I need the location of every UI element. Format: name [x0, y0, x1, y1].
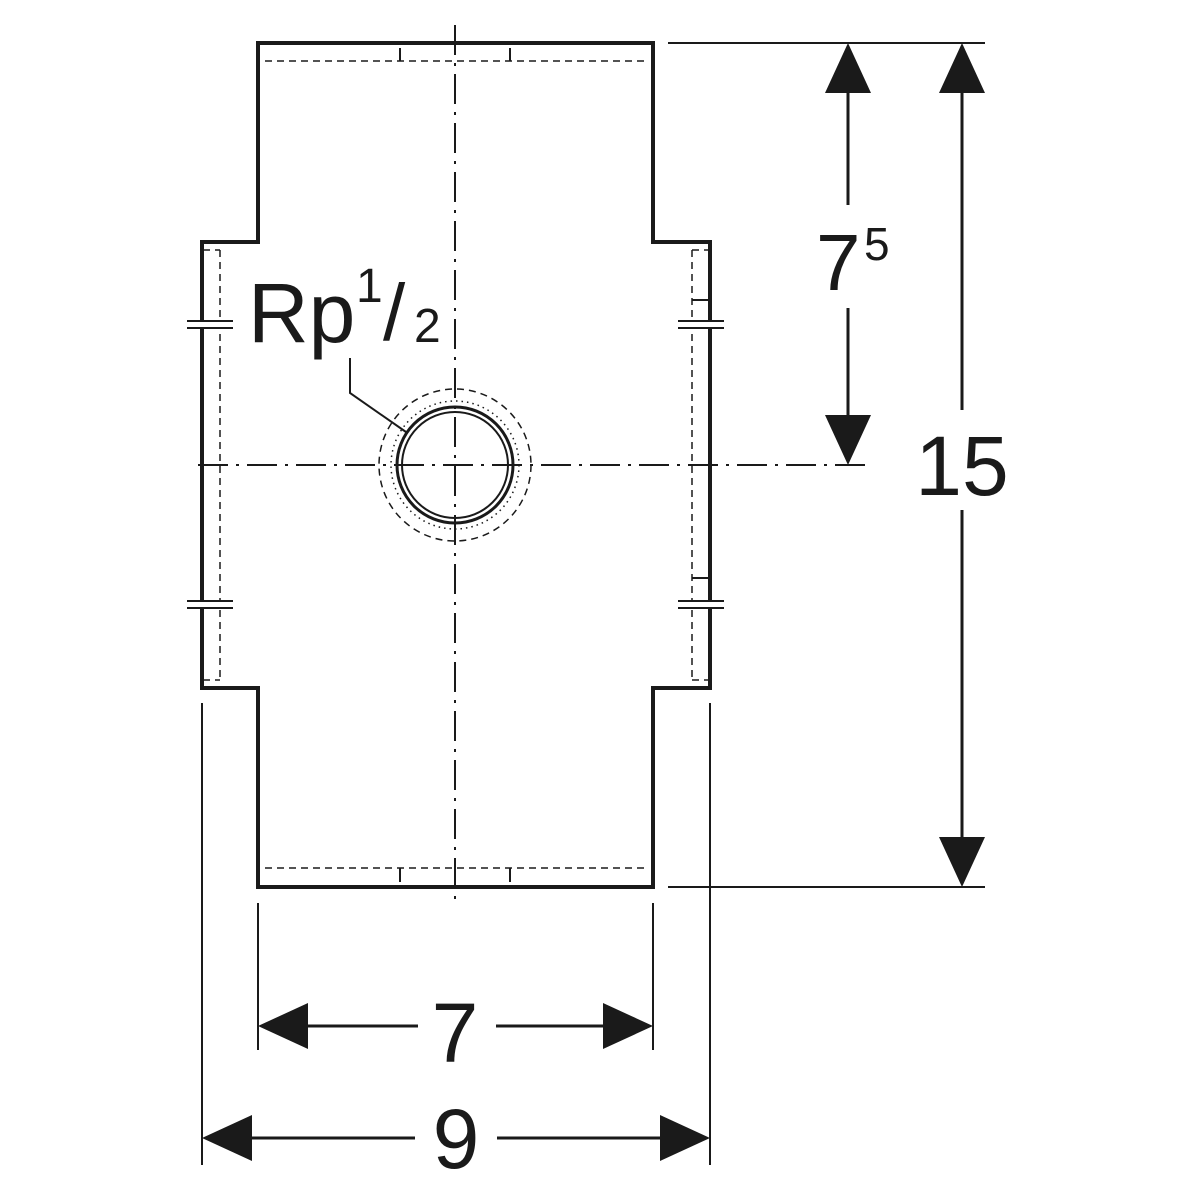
thread-label-slash: / — [383, 268, 406, 357]
arrow-left-icon — [202, 1115, 252, 1161]
dimension-inner-width: 7 — [258, 986, 653, 1080]
dim-inner-width-value: 7 — [432, 986, 479, 1080]
arrow-left-icon — [258, 1003, 308, 1049]
extension-lines — [201, 42, 985, 1165]
thread-label-denominator: 2 — [414, 300, 441, 353]
arrow-up-icon — [825, 43, 871, 93]
thread-leader — [349, 358, 407, 433]
arrow-right-icon — [660, 1115, 710, 1161]
arrow-down-icon — [939, 837, 985, 887]
body-outline — [200, 41, 712, 889]
thread-label-prefix: Rp — [248, 266, 355, 360]
thread-label: Rp 1 / 2 — [248, 260, 441, 360]
dim-upper-height-value: 7 — [816, 218, 861, 307]
arrow-right-icon — [603, 1003, 653, 1049]
arrow-down-icon — [825, 415, 871, 465]
hidden-contours — [203, 48, 709, 882]
thread-connection — [378, 388, 532, 542]
center-lines — [198, 25, 872, 905]
arrow-up-icon — [939, 43, 985, 93]
thread-label-numerator: 1 — [356, 260, 383, 313]
dim-upper-height-superscript: 5 — [864, 218, 890, 270]
dimension-total-height: 15 — [915, 43, 1009, 887]
side-grooves — [187, 320, 724, 609]
dimension-upper-height: 7 5 — [816, 43, 890, 465]
dimension-outer-width: 9 — [202, 1092, 710, 1186]
dim-outer-width-value: 9 — [433, 1092, 480, 1186]
dim-total-height-value: 15 — [915, 419, 1008, 513]
